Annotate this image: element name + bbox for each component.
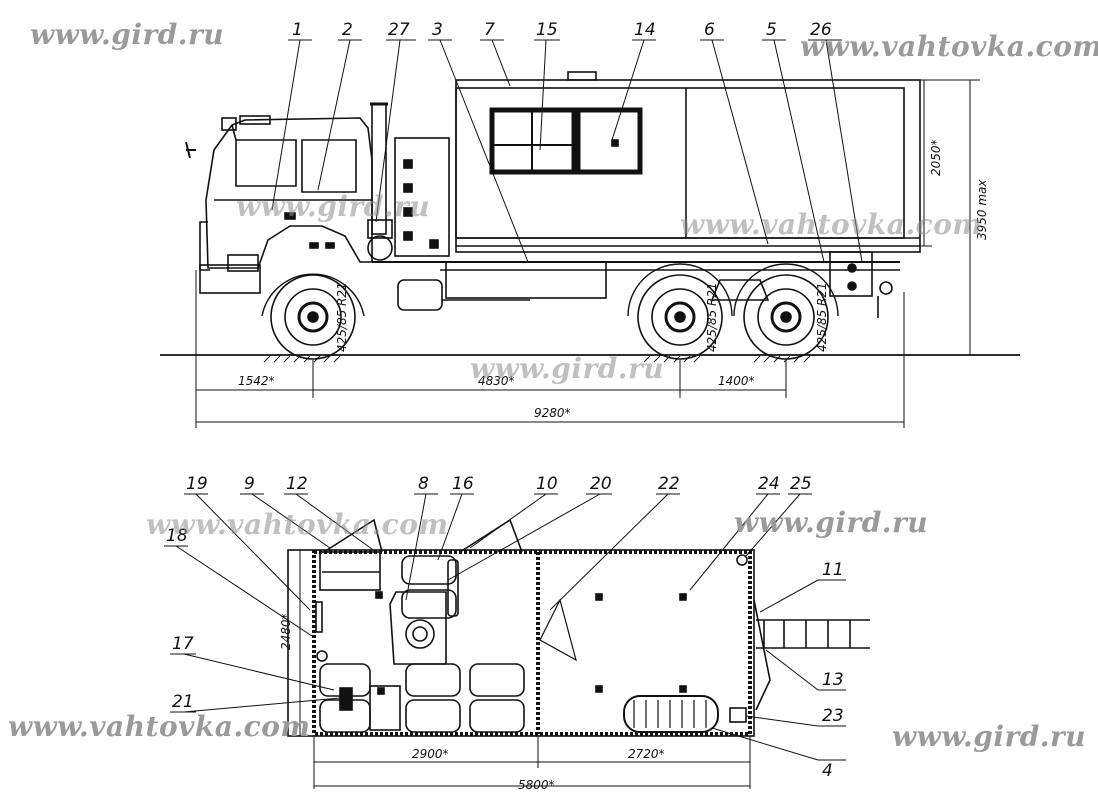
dim-front-overhang: 1542* <box>238 374 275 388</box>
side-dimension-text: 1542* 4830* 1400* 9280* 2050* 3950 max <box>238 139 989 420</box>
callout-15: 15 <box>536 20 558 40</box>
watermark-truck-body: www.vahtovka.com <box>680 208 983 241</box>
seat-group-17 <box>315 601 401 733</box>
body-plan-view: 19 9 12 8 16 10 20 22 24 25 18 17 21 11 … <box>164 474 870 792</box>
tire-label-rear-2: 425/85 R21 <box>815 282 829 352</box>
exhaust-stack <box>367 102 393 261</box>
dim-max-height: 3950 max <box>975 179 989 240</box>
callout-22: 22 <box>658 474 680 494</box>
callout-23: 23 <box>822 706 844 726</box>
side-callout-leaders <box>271 39 863 263</box>
plan-insulated-wall <box>312 550 752 736</box>
callout-12: 12 <box>286 474 308 494</box>
callout-11: 11 <box>822 560 844 580</box>
watermark-bottom-left: www.vahtovka.com <box>8 710 311 743</box>
callout-16: 16 <box>452 474 474 494</box>
callout-13: 13 <box>822 670 844 690</box>
dim-width: 2480* <box>279 613 293 650</box>
watermark-plan-right-top: www.gird.ru <box>734 506 929 539</box>
dim-wheelbase: 4830* <box>478 374 515 388</box>
side-callout-numbers: 1 2 27 3 7 15 14 6 5 26 <box>292 20 832 40</box>
plan-dimension-text: 2480* 2900* 2720* 5800* <box>279 613 665 792</box>
door-9 <box>323 518 383 553</box>
tire-label-rear-1: 425/85 R21 <box>705 282 719 352</box>
plan-callout-leaders <box>164 493 846 761</box>
wheel-front <box>261 273 365 360</box>
callout-10: 10 <box>536 474 558 494</box>
wheel-rear-2 <box>733 263 839 360</box>
watermark-top-right: www.vahtovka.com <box>800 30 1098 63</box>
plan-callout-numbers: 19 9 12 8 16 10 20 22 24 25 18 17 21 11 … <box>166 474 844 781</box>
door-10 <box>459 518 523 553</box>
callout-8: 8 <box>418 474 429 494</box>
callout-1: 1 <box>292 20 303 40</box>
seat-group-16 <box>389 555 459 665</box>
side-dimension-lines <box>195 79 980 428</box>
dim-body-height: 2050* <box>929 139 943 176</box>
spare-tire <box>623 695 719 733</box>
callout-4: 4 <box>822 761 833 781</box>
tire-label-front: 425/85 R21 <box>335 282 349 352</box>
callout-24: 24 <box>758 474 780 494</box>
callout-6: 6 <box>704 20 715 40</box>
plan-dimension-lines <box>292 549 751 789</box>
callout-7: 7 <box>484 20 495 40</box>
equipment-cabinet <box>394 137 450 257</box>
callout-17: 17 <box>172 634 194 654</box>
cargo-body <box>455 71 921 253</box>
dim-front-compartment: 2900* <box>412 747 449 761</box>
watermark-center: www.gird.ru <box>470 352 665 385</box>
plan-outer-wall <box>287 549 755 737</box>
wheel-rear-1 <box>627 263 733 360</box>
callout-9: 9 <box>244 474 255 494</box>
seat-group-lower <box>405 663 525 733</box>
callout-26: 26 <box>810 20 832 40</box>
rear-compartment <box>595 554 748 733</box>
window-14 <box>575 107 643 175</box>
callout-20: 20 <box>590 474 612 494</box>
window-15 <box>489 107 577 175</box>
watermark-plan-left-top: www.vahtovka.com <box>146 508 449 541</box>
callout-19: 19 <box>186 474 208 494</box>
callout-5: 5 <box>766 20 777 40</box>
dim-overall-length: 9280* <box>534 406 571 420</box>
callout-2: 2 <box>342 20 353 40</box>
callout-3: 3 <box>432 20 443 40</box>
cabinet-12 <box>319 551 381 591</box>
dim-rear-axle-spacing: 1400* <box>718 374 755 388</box>
watermark-top-left: www.gird.ru <box>30 18 225 51</box>
door-22 <box>539 598 577 662</box>
watermark-bottom-right: www.gird.ru <box>892 720 1087 753</box>
callout-21: 21 <box>172 692 194 712</box>
callout-27: 27 <box>388 20 410 40</box>
truck-side-view: 425/85 R21 425/85 R21 425/85 R21 1 2 27 … <box>160 20 1020 428</box>
dim-total-length: 5800* <box>518 778 555 789</box>
dim-rear-compartment: 2720* <box>628 747 665 761</box>
rear-door-ladder <box>753 599 870 711</box>
callout-14: 14 <box>634 20 656 40</box>
watermark-truck-cab: www.gird.ru <box>236 190 431 223</box>
callout-18: 18 <box>166 526 188 546</box>
callout-25: 25 <box>790 474 812 494</box>
